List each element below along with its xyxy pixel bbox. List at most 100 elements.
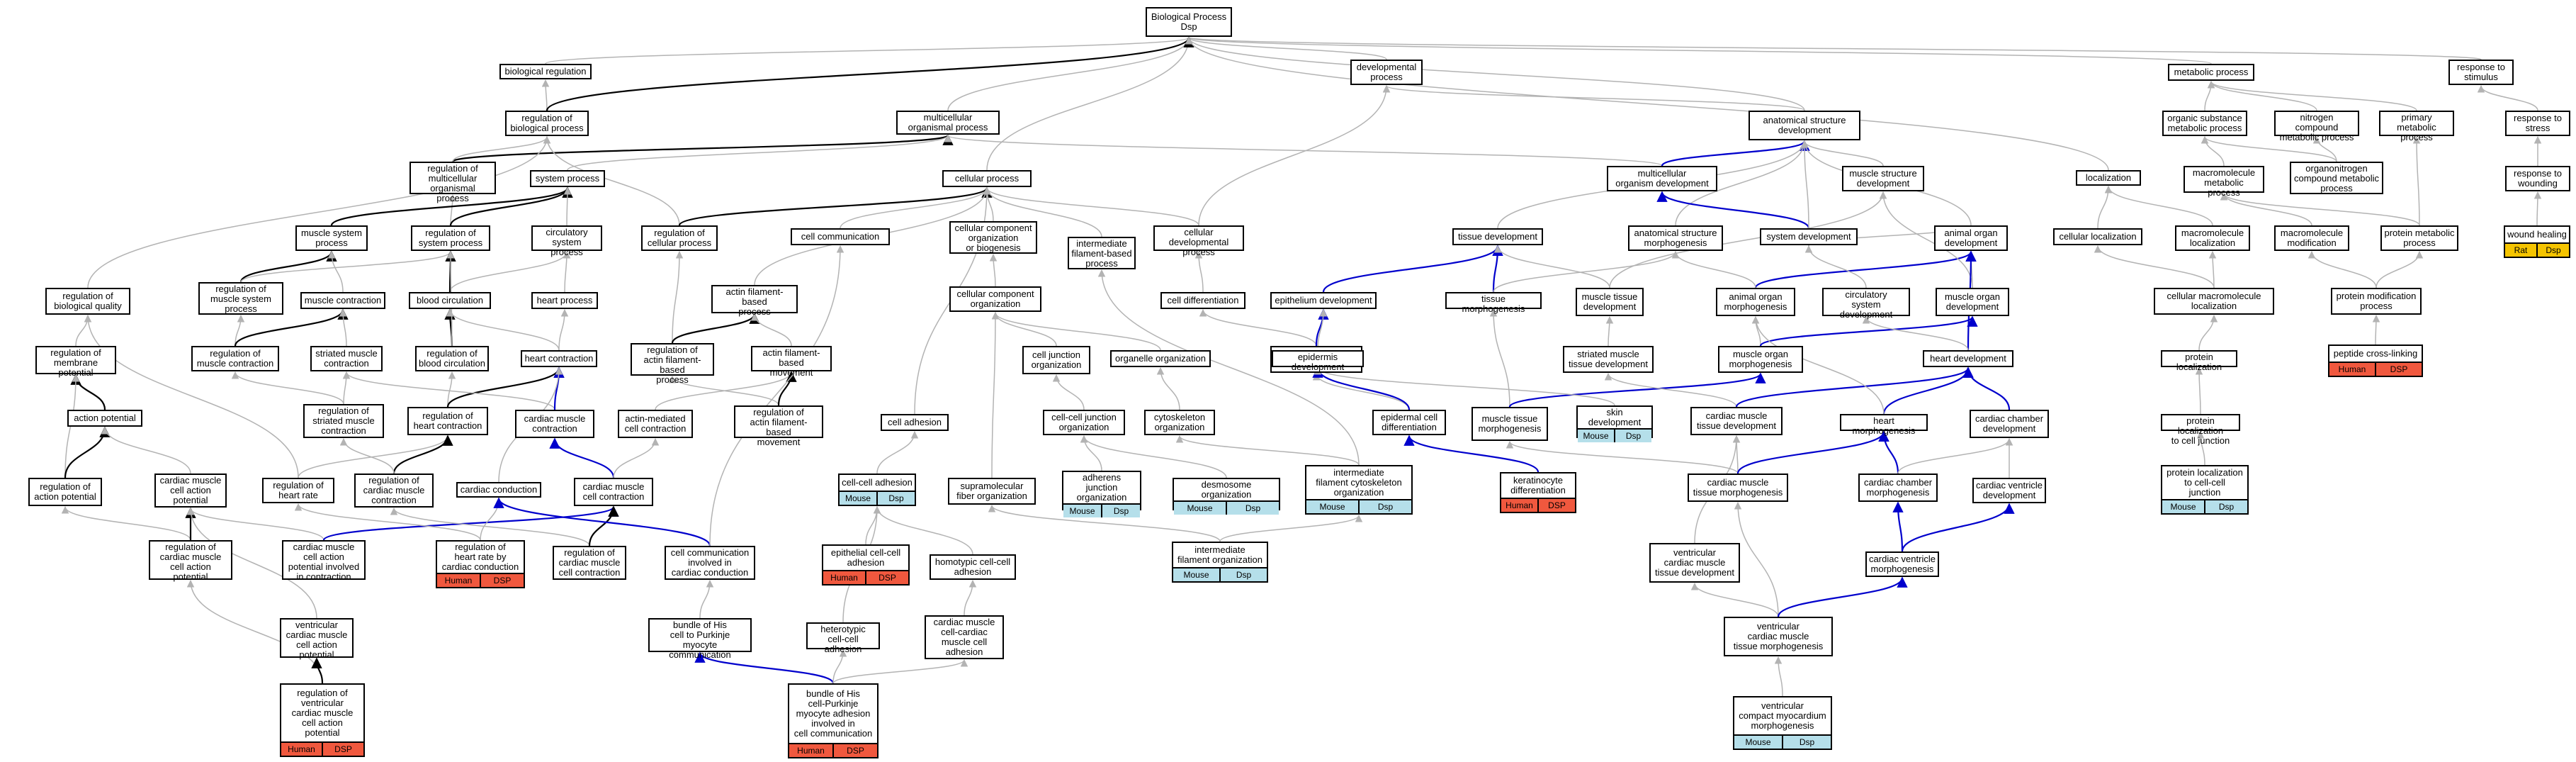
go-term-node[interactable]: cell communication involved in cardiac c… [665,546,755,580]
go-term-node[interactable]: regulation of heart contraction [407,407,488,435]
go-term-node[interactable]: heart development [1923,350,2013,367]
go-term-node[interactable]: cardiac muscle cell action potential inv… [282,540,366,582]
go-term-node[interactable]: organonitrogen compound metabolic proces… [2290,162,2383,194]
go-term-node[interactable]: cell-cell junction organization [1043,410,1125,435]
go-term-node[interactable]: anatomical structure development [1749,111,1860,140]
go-term-node[interactable]: Biological Process Dsp [1146,7,1232,37]
go-term-node[interactable]: organelle organization [1110,350,1211,367]
go-term-node[interactable]: ventricular cardiac muscle tissue morpho… [1724,617,1833,656]
go-term-node[interactable]: blood circulation [409,292,491,309]
go-term-node[interactable]: macromolecule modification [2274,225,2349,251]
go-term-node[interactable]: epidermis development [1272,350,1364,372]
go-term-node[interactable]: multicellular organism development [1607,166,1717,191]
go-term-node[interactable]: protein localization to cell junction [2161,414,2240,446]
go-term-node[interactable]: cardiac muscle contraction [515,410,594,438]
go-term-node[interactable]: localization [2076,170,2141,186]
go-term-node[interactable]: macromolecule localization [2175,225,2250,251]
go-term-node[interactable]: regulation of muscle system process [198,282,283,315]
go-term-node[interactable]: regulation of actin filament-based proce… [631,343,714,385]
go-term-node[interactable]: cell differentiation [1160,292,1245,309]
go-term-node[interactable]: cell junction organization [1022,346,1090,374]
go-term-node[interactable]: tissue morphogenesis [1445,292,1542,314]
go-term-node[interactable]: regulation of cardiac muscle contraction [354,474,434,508]
go-term-node[interactable]: cardiac muscle tissue development [1690,407,1783,435]
go-term-node[interactable]: heterotypic cell-cell adhesion [806,622,880,654]
go-term-node[interactable]: actin-mediated cell contraction [618,410,693,438]
go-term-node[interactable]: cellular localization [2053,228,2142,245]
go-term-node[interactable]: regulation of cellular process [641,225,718,251]
go-term-node[interactable]: anatomical structure morphogenesis [1628,225,1723,251]
go-term-node[interactable]: system development [1760,228,1858,245]
go-term-node[interactable]: regulation of cardiac muscle cell action… [149,540,232,582]
go-term-node[interactable]: intermediate filament cytoskeleton organ… [1305,465,1413,515]
go-term-node[interactable]: heart contraction [521,350,597,367]
go-term-node[interactable]: epidermal cell differentiation [1372,410,1446,435]
go-term-node[interactable]: tissue development [1452,228,1543,245]
go-term-node[interactable]: cellular macromolecule localization [2154,288,2274,315]
go-term-node[interactable]: heart process [531,292,598,309]
go-term-node[interactable]: epithelium development [1270,292,1377,309]
go-term-node[interactable]: cellular developmental process [1153,225,1244,257]
go-term-node[interactable]: actin filament-based process [711,285,798,317]
go-term-node[interactable]: nitrogen compound metabolic process [2274,111,2359,142]
go-term-node[interactable]: cell adhesion [881,414,949,431]
go-term-node[interactable]: circulatory system process [531,225,602,257]
go-term-node[interactable]: response to stimulus [2448,60,2514,85]
go-term-node[interactable]: regulation of system process [411,225,490,251]
go-term-node[interactable]: protein modification process [2331,288,2422,315]
go-term-node[interactable]: regulation of heart rate by cardiac cond… [436,540,525,588]
go-term-node[interactable]: protein metabolic process [2380,225,2458,251]
go-term-node[interactable]: developmental process [1350,60,1423,85]
go-term-node[interactable]: ventricular cardiac muscle tissue develo… [1649,543,1740,583]
go-term-node[interactable]: striated muscle tissue development [1563,346,1654,373]
go-term-node[interactable]: metabolic process [2168,64,2254,81]
go-term-node[interactable]: multicellular organismal process [896,111,1000,135]
go-term-node[interactable]: regulation of membrane potential [35,346,116,378]
go-term-node[interactable]: regulation of heart rate [262,478,334,503]
go-term-node[interactable]: regulation of biological process [505,111,589,136]
go-term-node[interactable]: organic substance metabolic process [2162,111,2247,136]
go-term-node[interactable]: cardiac chamber development [1970,410,2049,438]
go-term-node[interactable]: animal organ morphogenesis [1716,288,1795,316]
go-term-node[interactable]: animal organ development [1934,225,2008,251]
go-term-node[interactable]: ventricular compact myocardium morphogen… [1733,696,1832,750]
go-term-node[interactable]: cell communication [791,228,890,245]
go-term-node[interactable]: response to wounding [2505,166,2570,191]
go-term-node[interactable]: cardiac muscle tissue morphogenesis [1688,474,1788,502]
go-term-node[interactable]: intermediate filament-based process [1068,237,1136,269]
go-term-node[interactable]: cellular component organization [949,286,1041,312]
go-term-node[interactable]: cellular process [942,170,1032,187]
go-term-node[interactable]: regulation of biological quality [45,288,130,315]
go-term-node[interactable]: muscle contraction [300,292,385,309]
go-term-node[interactable]: bundle of His cell to Purkinje myocyte c… [648,618,752,660]
go-term-node[interactable]: muscle system process [295,225,368,251]
go-term-node[interactable]: regulation of cardiac muscle cell contra… [553,546,626,580]
go-term-node[interactable]: regulation of muscle contraction [191,346,279,371]
go-term-node[interactable]: muscle structure development [1842,166,1924,191]
go-term-node[interactable]: response to stress [2505,111,2570,136]
go-term-node[interactable]: regulation of actin filament-based movem… [734,405,823,447]
go-term-node[interactable]: striated muscle contraction [310,346,383,371]
go-term-node[interactable]: system process [530,170,605,187]
go-term-node[interactable]: muscle organ morphogenesis [1718,346,1803,373]
go-term-node[interactable]: action potential [67,410,142,427]
go-term-node[interactable]: supramolecular fiber organization [948,478,1036,505]
go-term-node[interactable]: regulation of ventricular cardiac muscle… [280,683,365,757]
go-term-node[interactable]: protein localization to cell-cell juncti… [2161,465,2249,515]
go-term-node[interactable]: muscle organ development [1936,288,2009,316]
go-term-node[interactable]: actin filament-based movement [751,346,832,378]
go-term-node[interactable]: regulation of action potential [28,478,102,506]
go-term-node[interactable]: regulation of blood circulation [415,346,489,371]
go-term-node[interactable]: heart morphogenesis [1840,414,1928,436]
go-term-node[interactable]: regulation of striated muscle contractio… [303,404,384,438]
go-term-node[interactable]: cardiac muscle cell action potential [154,474,227,508]
go-term-node[interactable]: cardiac muscle cell-cardiac muscle cell … [925,615,1004,659]
go-term-node[interactable]: cardiac ventricle morphogenesis [1865,551,1939,577]
